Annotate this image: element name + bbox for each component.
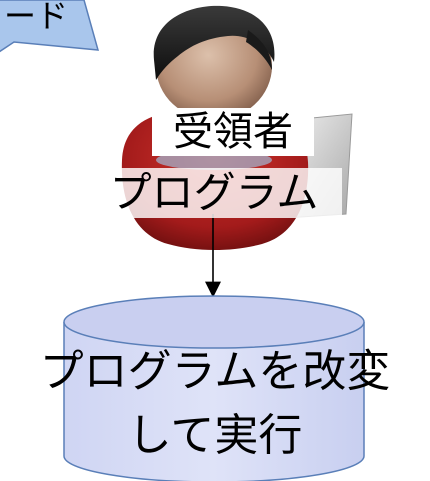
action-label-line1: プログラムを改変 [39, 346, 391, 397]
callout-text: ード [4, 0, 69, 35]
action-label-line2: して実行 [127, 410, 303, 461]
program-label: プログラム [86, 168, 342, 218]
callout-shape [0, 0, 100, 53]
recipient-label: 受領者 [152, 108, 314, 156]
tamper-cylinder-shape [63, 295, 365, 481]
